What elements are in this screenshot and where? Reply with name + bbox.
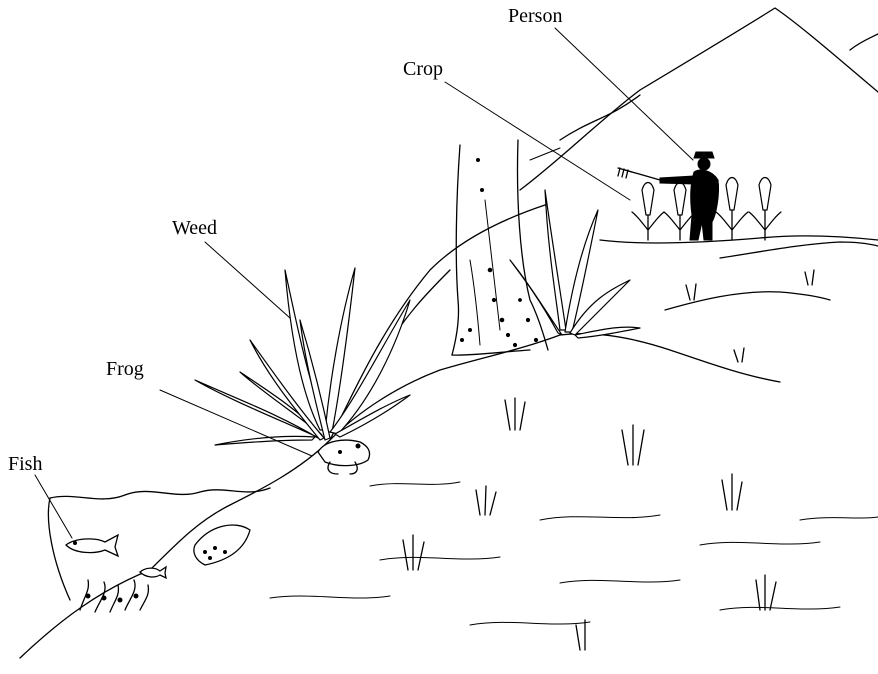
- tree-trunk: [452, 140, 548, 355]
- fish-label: Fish: [8, 453, 42, 475]
- fish-pointer: [35, 475, 72, 538]
- fish: [66, 535, 118, 556]
- small-weed: [510, 190, 640, 338]
- crop-plant: [749, 178, 781, 241]
- person-silhouette: [618, 152, 719, 240]
- crop-plant: [632, 183, 664, 241]
- far-field: [600, 236, 878, 310]
- weed-plant: [195, 268, 410, 445]
- frog: [318, 440, 370, 474]
- weed-pointer: [205, 242, 290, 318]
- frog-label: Frog: [106, 358, 144, 380]
- small-fish: [140, 567, 166, 578]
- person-label: Person: [508, 5, 562, 27]
- person-pointer: [555, 28, 693, 160]
- crop-pointer: [445, 82, 630, 200]
- water-plants: [80, 580, 148, 612]
- weed-label: Weed: [172, 217, 217, 239]
- crop-label: Crop: [403, 58, 443, 80]
- crop-plant: [716, 178, 748, 241]
